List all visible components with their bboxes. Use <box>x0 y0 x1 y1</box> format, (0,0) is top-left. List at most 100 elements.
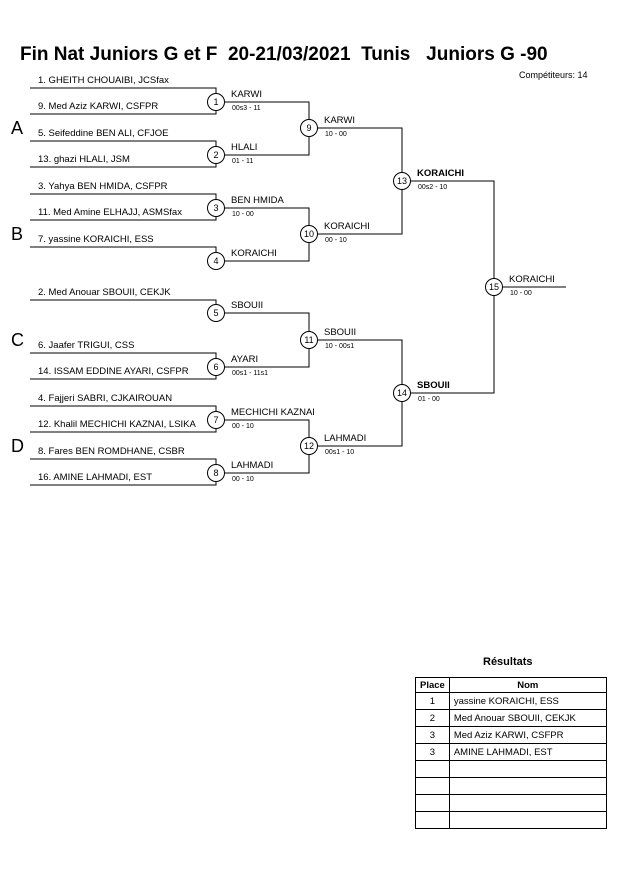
pool-label-b: B <box>11 224 24 244</box>
match-number-4: 4 <box>207 252 225 270</box>
result-place <box>415 777 450 795</box>
match-8-score: 00 - 10 <box>232 476 254 483</box>
entrant-14: 16. AMINE LAHMADI, EST <box>38 472 153 483</box>
match-number-2: 2 <box>207 146 225 164</box>
match-4-lines <box>30 246 217 261</box>
match-8-winner: LAHMADI <box>231 460 274 471</box>
match-7-score: 00 - 10 <box>232 423 254 430</box>
result-place: 3 <box>415 743 450 761</box>
result-name <box>448 811 607 829</box>
entrant-9: 6. Jaafer TRIGUI, CSS <box>38 340 135 351</box>
match-11-score: 10 - 00s1 <box>325 343 355 350</box>
competitor-count: Compétiteurs: 14 <box>519 70 588 80</box>
result-name: AMINE LAHMADI, EST <box>448 743 607 761</box>
match-7-winner: MECHICHI KAZNAI <box>231 407 315 418</box>
match-2-score: 01 - 11 <box>232 158 254 165</box>
match-number-11: 11 <box>300 331 318 349</box>
winner-9-line <box>309 127 403 181</box>
entrant-1: 1. GHEITH CHOUAIBI, JCSfax <box>38 75 169 86</box>
match-number-7: 7 <box>207 411 225 429</box>
result-name <box>448 777 607 795</box>
winner-7-line <box>216 419 310 446</box>
entrant-10: 14. ISSAM EDDINE AYARI, CSFPR <box>38 366 189 377</box>
winner-6-line <box>216 340 310 368</box>
match-4-winner: KORAICHI <box>231 248 277 259</box>
match-11-winner: SBOUII <box>324 327 357 338</box>
match-9-winner: KARWI <box>324 115 355 126</box>
winner-14-line <box>402 287 495 394</box>
match-12-winner: LAHMADI <box>324 433 367 444</box>
match-9-score: 10 - 00 <box>325 131 347 138</box>
results-table: Place Nom 1 yassine KORAICHI, ESS 2 Med … <box>415 677 607 829</box>
match-3-score: 10 - 00 <box>232 211 254 218</box>
entrant-7: 7. yassine KORAICHI, ESS <box>38 234 154 245</box>
winner-13-line <box>402 180 495 287</box>
result-place <box>415 811 450 829</box>
result-name: yassine KORAICHI, ESS <box>448 692 607 710</box>
pool-label-d: D <box>11 436 24 456</box>
winner-11-line <box>309 339 403 393</box>
entrant-8: 2. Med Anouar SBOUII, CEKJK <box>38 287 171 298</box>
entrant-6: 11. Med Amine ELHAJJ, ASMSfax <box>38 207 182 218</box>
match-number-15: 15 <box>485 278 503 296</box>
result-place <box>415 760 450 778</box>
winner-5-line <box>216 312 310 340</box>
match-number-13: 13 <box>393 172 411 190</box>
table-row: 2 Med Anouar SBOUII, CEKJK <box>415 709 607 727</box>
match-15-score: 10 - 00 <box>510 290 532 297</box>
results-col-name: Nom <box>448 677 607 693</box>
winner-10-line <box>309 181 403 235</box>
entrant-3: 5. Seifeddine BEN ALI, CFJOE <box>38 128 169 139</box>
result-place: 3 <box>415 726 450 744</box>
entrant-2: 9. Med Aziz KARWI, CSFPR <box>38 101 159 112</box>
entrant-13: 8. Fares BEN ROMDHANE, CSBR <box>38 446 185 457</box>
table-row: 1 yassine KORAICHI, ESS <box>415 692 607 710</box>
match-number-6: 6 <box>207 358 225 376</box>
page-title: Fin Nat Juniors G et F 20-21/03/2021 Tun… <box>20 44 548 65</box>
match-5-winner: SBOUII <box>231 300 264 311</box>
match-10-winner: KORAICHI <box>324 221 370 232</box>
match-15-winner: KORAICHI <box>509 274 555 285</box>
entrant-5: 3. Yahya BEN HMIDA, CSFPR <box>38 181 168 192</box>
result-place: 2 <box>415 709 450 727</box>
match-6-score: 00s1 - 11s1 <box>232 370 269 377</box>
table-row <box>415 811 607 829</box>
result-place: 1 <box>415 692 450 710</box>
winner-12-line <box>309 393 403 447</box>
table-row: 3 Med Aziz KARWI, CSFPR <box>415 726 607 744</box>
match-number-14: 14 <box>393 384 411 402</box>
result-place <box>415 794 450 812</box>
match-14-score: 01 - 00 <box>418 396 440 403</box>
table-row <box>415 760 607 778</box>
results-title: Résultats <box>483 656 533 668</box>
results-col-place: Place <box>415 677 450 693</box>
winner-4-line <box>216 234 310 262</box>
match-2-winner: HLALI <box>231 142 258 153</box>
match-1-score: 00s3 - 11 <box>232 105 261 112</box>
result-name <box>448 760 607 778</box>
match-3-winner: BEN HMIDA <box>231 195 284 206</box>
pool-label-a: A <box>11 118 24 138</box>
result-name: Med Aziz KARWI, CSFPR <box>448 726 607 744</box>
match-number-5: 5 <box>207 304 225 322</box>
entrant-11: 4. Fajjeri SABRI, CJKAIROUAN <box>38 393 173 404</box>
results-header-row: Place Nom <box>415 677 607 693</box>
match-number-10: 10 <box>300 225 318 243</box>
match-number-12: 12 <box>300 437 318 455</box>
match-12-score: 00s1 - 10 <box>325 449 355 456</box>
match-number-8: 8 <box>207 464 225 482</box>
winner-3-line <box>216 207 310 234</box>
winner-1-line <box>216 101 310 128</box>
result-name <box>448 794 607 812</box>
match-1-winner: KARWI <box>231 89 262 100</box>
match-number-3: 3 <box>207 199 225 217</box>
match-number-1: 1 <box>207 93 225 111</box>
match-14-winner: SBOUII <box>417 380 450 391</box>
match-13-winner: KORAICHI <box>417 168 464 179</box>
match-6-winner: AYARI <box>231 354 259 365</box>
pool-label-c: C <box>11 330 24 350</box>
winner-2-line <box>216 128 310 156</box>
table-row <box>415 777 607 795</box>
match-13-score: 00s2 - 10 <box>418 184 448 191</box>
